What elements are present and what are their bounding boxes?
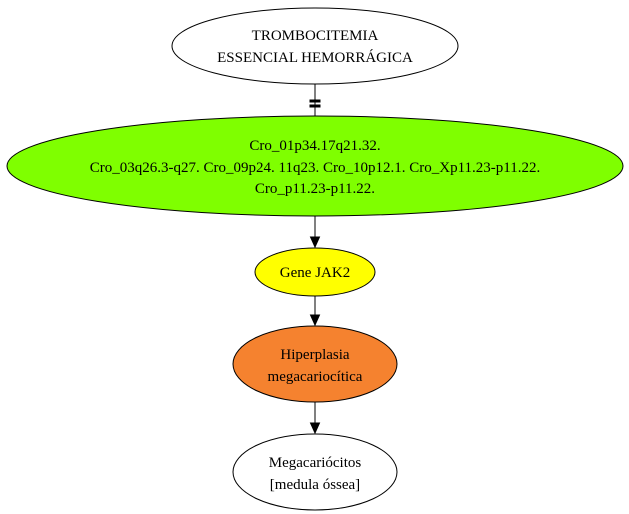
edge-chromosomes-to-gene-arrowhead <box>309 236 321 249</box>
node-gene-jak2-label: Gene JAK2 <box>280 265 350 281</box>
node-trombocitemia: TROMBOCITEMIA ESSENCIAL HEMORRÁGICA <box>171 7 459 85</box>
node-gene-jak2: Gene JAK2 <box>254 247 376 297</box>
node-trombocitemia-line-1: TROMBOCITEMIA <box>252 28 379 44</box>
edge-hyperplasia-to-megakaryocytes-arrowhead <box>309 422 321 435</box>
node-hyperplasia-line-1: Hiperplasia <box>280 347 349 363</box>
node-hyperplasia: Hiperplasia megacariocítica <box>232 325 398 403</box>
node-chromosome-regions-line-2: Cro_03q26.3-q27. Cro_09p24. 11q23. Cro_1… <box>90 160 540 176</box>
node-chromosome-regions: Cro_01p34.17q21.32. Cro_03q26.3-q27. Cro… <box>6 115 624 217</box>
node-chromosome-regions-line-3: Cro_p11.23-p11.22. <box>255 181 375 197</box>
node-chromosome-regions-shape <box>6 115 624 217</box>
node-trombocitemia-shape <box>171 7 459 85</box>
edge-root-to-chromosomes-tee-1 <box>309 99 321 103</box>
edge-root-to-chromosomes-tee-2 <box>309 104 321 108</box>
node-megakaryocytes-line-1: Megacariócitos <box>269 455 362 471</box>
node-megakaryocytes-shape <box>232 433 398 511</box>
edge-gene-to-hyperplasia-arrowhead <box>309 314 321 327</box>
node-megakaryocytes: Megacariócitos [medula óssea] <box>232 433 398 511</box>
node-gene-jak2-shape <box>254 247 376 297</box>
node-hyperplasia-line-2: megacariocítica <box>268 369 363 385</box>
node-chromosome-regions-line-1: Cro_01p34.17q21.32. <box>249 138 380 154</box>
node-hyperplasia-shape <box>232 325 398 403</box>
node-megakaryocytes-line-2: [medula óssea] <box>270 477 360 493</box>
node-trombocitemia-line-2: ESSENCIAL HEMORRÁGICA <box>217 49 413 66</box>
